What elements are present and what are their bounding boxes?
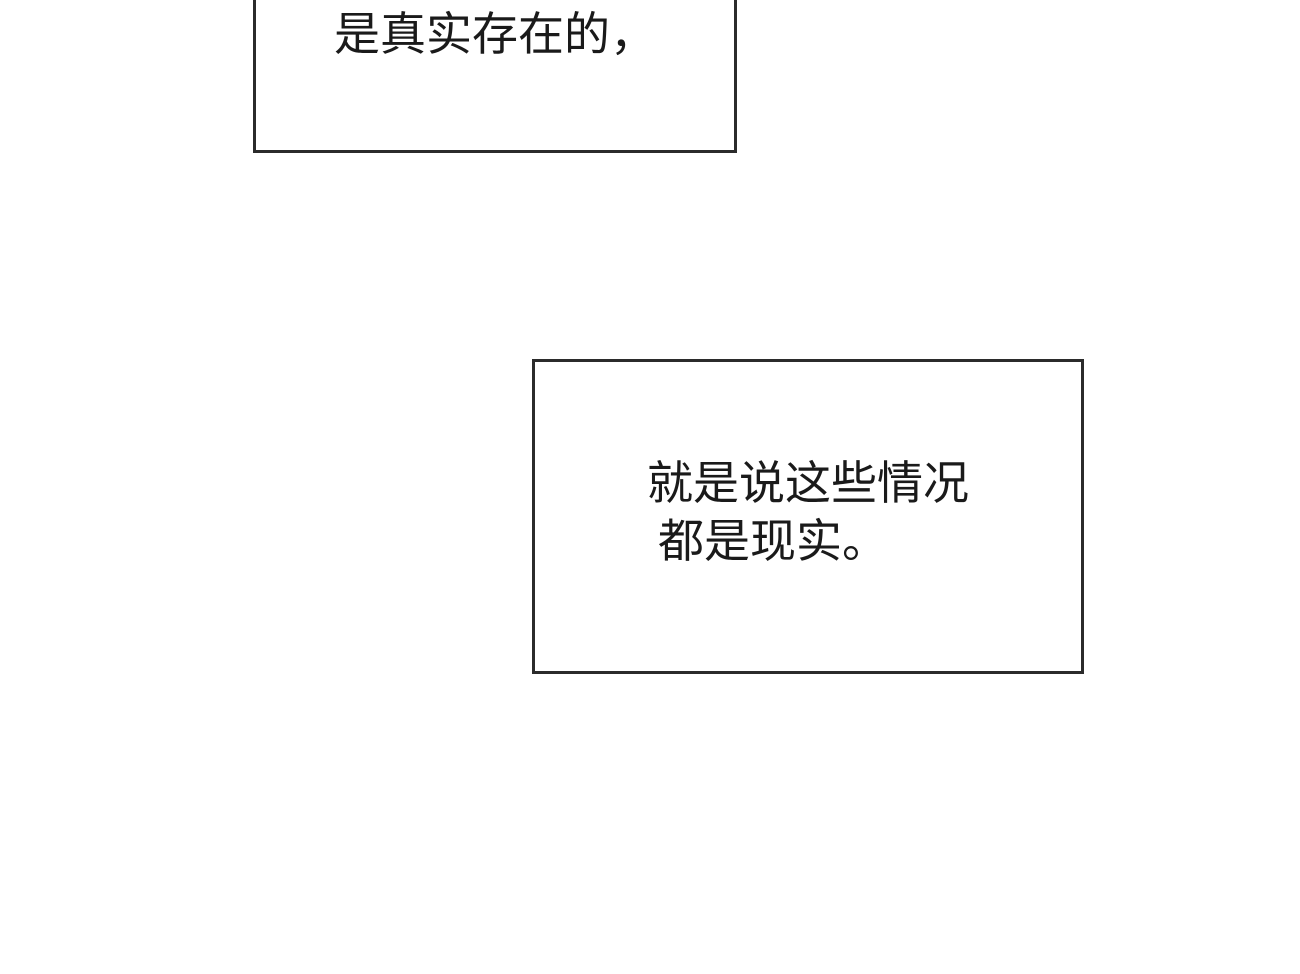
caption-line: 都是现实。 xyxy=(658,514,888,568)
caption-line: 就是说这些情况 xyxy=(647,456,969,510)
caption-text: 是真实存在的， xyxy=(256,5,734,63)
caption-line: 是真实存在的， xyxy=(334,7,656,61)
caption-box-2: 就是说这些情况 都是现实。 xyxy=(532,359,1084,674)
caption-text: 就是说这些情况 都是现实。 xyxy=(535,454,1081,570)
caption-box-1: 是真实存在的， xyxy=(253,0,737,153)
